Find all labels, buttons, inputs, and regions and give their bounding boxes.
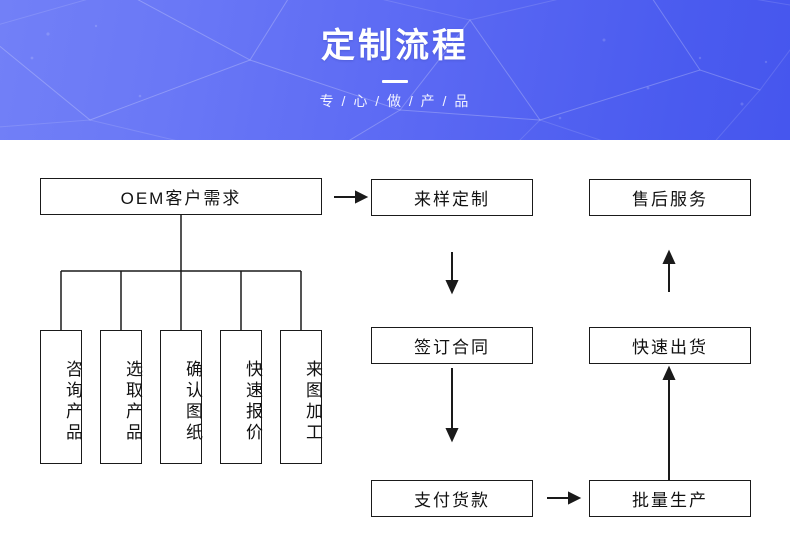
- flowchart: OEM客户需求 咨询产品 选取产品 确认图纸 快速报价 来图加工 来样定制 签订…: [0, 140, 790, 560]
- flow-node-branch-3[interactable]: 确认图纸: [160, 330, 202, 464]
- page-banner: 定制流程 专 / 心 / 做 / 产 / 品: [0, 0, 790, 140]
- flow-node-payment[interactable]: 支付货款: [371, 480, 533, 517]
- arrow-payment-to-production: [547, 491, 582, 505]
- flow-node-branch-4[interactable]: 快速报价: [220, 330, 262, 464]
- page-subtitle: 专 / 心 / 做 / 产 / 品: [319, 93, 471, 109]
- arrow-shipping-to-aftersales: [662, 249, 676, 292]
- arrow-root-to-sample: [334, 190, 369, 204]
- flow-node-fast-shipping[interactable]: 快速出货: [589, 327, 751, 364]
- arrow-sample-to-contract: [445, 252, 459, 295]
- flow-node-sign-contract[interactable]: 签订合同: [371, 327, 533, 364]
- flow-node-branch-1[interactable]: 咨询产品: [40, 330, 82, 464]
- banner-polygon-decoration: [0, 0, 790, 140]
- page-title: 定制流程: [321, 27, 469, 65]
- flow-connector-lines: [60, 190, 676, 505]
- flow-node-branch-2[interactable]: 选取产品: [100, 330, 142, 464]
- arrow-contract-to-payment: [445, 368, 459, 443]
- arrow-production-to-shipping: [662, 365, 676, 480]
- flow-node-mass-production[interactable]: 批量生产: [589, 480, 751, 517]
- flow-node-branch-5[interactable]: 来图加工: [280, 330, 322, 464]
- flow-node-sample-customization[interactable]: 来样定制: [371, 179, 533, 216]
- title-divider: [382, 80, 408, 83]
- flow-node-after-sales[interactable]: 售后服务: [589, 179, 751, 216]
- flow-node-root[interactable]: OEM客户需求: [40, 178, 322, 215]
